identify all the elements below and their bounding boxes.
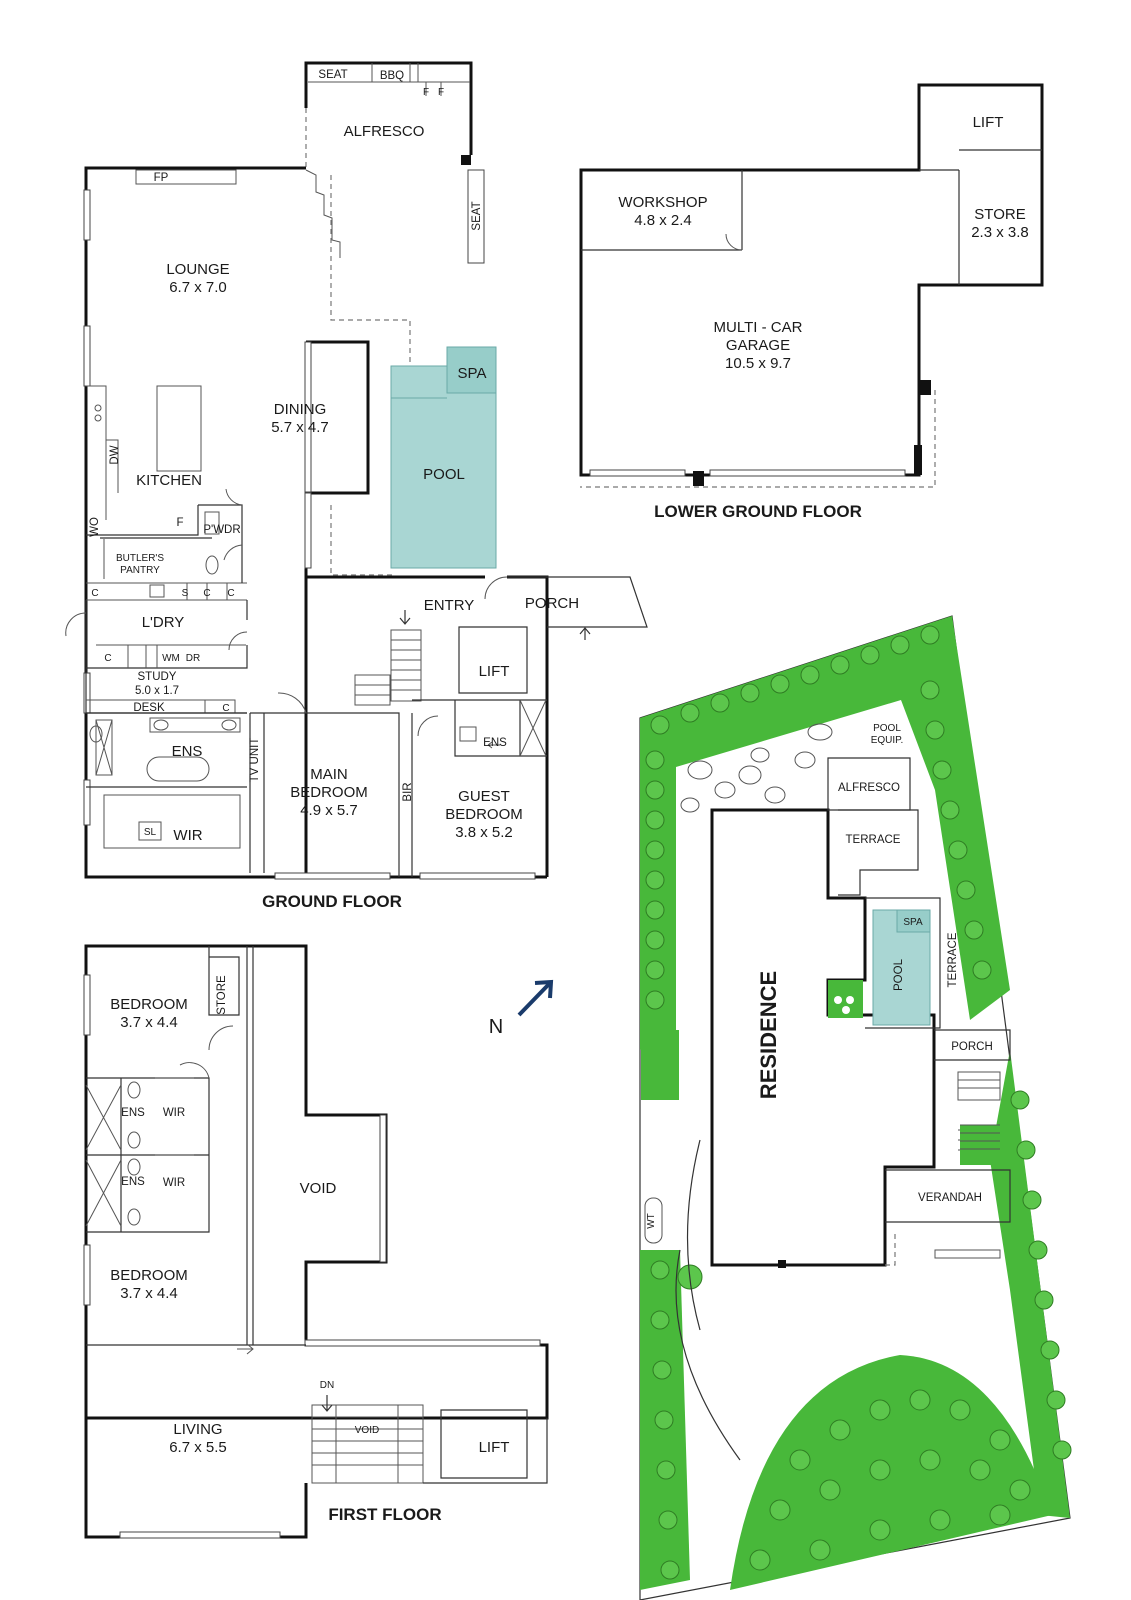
ground-porch-label: PORCH	[525, 595, 579, 612]
first-ensuite1-label: ENS	[121, 1107, 145, 1119]
dining-label: DINING	[274, 401, 327, 418]
bedroom2-label: BEDROOM	[110, 1267, 188, 1284]
washing-machine-label: WM	[162, 653, 180, 664]
site-pool-label: POOL	[893, 958, 905, 991]
cupboard-label-2: C	[203, 588, 210, 599]
bedroom2-size: 3.7 x 4.4	[120, 1285, 178, 1302]
cupboard-label-3: C	[227, 588, 234, 599]
dryer-label: DR	[186, 653, 200, 664]
first-floor-plan: BEDROOM 3.7 x 4.4 STORE ENS WIR ENS WIR …	[83, 944, 549, 1539]
dining-size: 5.7 x 4.7	[271, 419, 329, 436]
first-lift-label: LIFT	[479, 1439, 510, 1456]
bedroom1-label: BEDROOM	[110, 996, 188, 1013]
garage-label-1: MULTI - CAR	[714, 319, 803, 336]
site-terrace-side-label: TERRACE	[947, 932, 959, 987]
alfresco-fridge-label-2: F	[438, 87, 444, 98]
lounge-label: LOUNGE	[166, 261, 229, 278]
spa-area	[446, 346, 497, 394]
site-porch-label: PORCH	[951, 1041, 993, 1053]
pool-equip-label-1: POOL	[873, 723, 901, 734]
first-floor-title: FIRST FLOOR	[328, 1505, 441, 1524]
first-store-label: STORE	[216, 975, 228, 1015]
pantry-cupboard-label: C	[91, 588, 98, 599]
site-plan: RESIDENCE POOL EQUIP. ALFRESCO TERRACE S…	[639, 615, 1072, 1600]
desk-label: DESK	[133, 702, 165, 714]
laundry-cupboard-label: C	[104, 653, 111, 664]
bbq-label: BBQ	[380, 70, 404, 82]
main-bedroom-label-1: MAIN	[310, 766, 348, 783]
alfresco-label: ALFRESCO	[344, 123, 425, 140]
main-ensuite-label: ENS	[172, 743, 203, 760]
pool-area	[390, 365, 497, 569]
workshop-label: WORKSHOP	[618, 194, 707, 211]
ground-floor-title: GROUND FLOOR	[262, 892, 402, 911]
living-label: LIVING	[173, 1421, 222, 1438]
study-cupboard-label: C	[222, 703, 229, 714]
kitchen-fridge-label: F	[176, 517, 183, 529]
entry-label: ENTRY	[424, 597, 475, 614]
lower-lift-label: LIFT	[973, 114, 1004, 131]
ground-pool-label: POOL	[423, 466, 465, 483]
north-arrow-icon	[517, 979, 554, 1017]
study-size: 5.0 x 1.7	[135, 685, 179, 697]
site-alfresco-label: ALFRESCO	[838, 782, 900, 794]
lower-ground-floor-plan: LIFT STORE 2.3 x 3.8 WORKSHOP 4.8 x 2.4 …	[579, 83, 1044, 521]
laundry-label: L'DRY	[142, 614, 185, 631]
tv-unit-label: TV UNIT	[249, 738, 261, 783]
first-ensuite2-label: ENS	[121, 1176, 145, 1188]
site-terrace-top-label: TERRACE	[846, 834, 901, 846]
north-label: N	[489, 1016, 503, 1038]
lower-store-label: STORE	[974, 206, 1025, 223]
main-bedroom-label-2: BEDROOM	[290, 784, 368, 801]
dishwasher-label: DW	[109, 445, 121, 464]
bedroom1-size: 3.7 x 4.4	[120, 1014, 178, 1031]
first-wir2-label: WIR	[163, 1177, 185, 1189]
first-wir1-label: WIR	[163, 1107, 185, 1119]
workshop-size: 4.8 x 2.4	[634, 212, 692, 229]
alfresco-fridge-label-1: F	[423, 87, 429, 98]
main-wir-label: WIR	[173, 827, 202, 844]
site-spa-label: SPA	[903, 917, 923, 928]
living-size: 6.7 x 5.5	[169, 1439, 227, 1456]
alfresco-seat-label: SEAT	[318, 69, 347, 81]
pool-equip-label-2: EQUIP.	[871, 735, 904, 746]
main-bedroom-size: 4.9 x 5.7	[300, 802, 358, 819]
bir-label: BIR	[402, 782, 414, 801]
ground-lift-label: LIFT	[479, 663, 510, 680]
ground-floor-plan: SEAT BBQ F F ALFRESCO SEAT FP LOUNGE 6.7…	[65, 61, 648, 911]
guest-bedroom-size: 3.8 x 5.2	[455, 824, 513, 841]
lower-store-size: 2.3 x 3.8	[971, 224, 1029, 241]
butlers-pantry-label-2: PANTRY	[120, 565, 160, 576]
fireplace-label: FP	[154, 172, 169, 184]
wall-oven-label: WO	[89, 517, 101, 537]
guest-ensuite-label: ENS	[483, 737, 507, 749]
butlers-pantry-label-1: BUTLER'S	[116, 553, 164, 564]
first-void-label: VOID	[300, 1180, 337, 1197]
sl-label: SL	[144, 827, 157, 838]
kitchen-label: KITCHEN	[136, 472, 202, 489]
guest-bedroom-label-1: GUEST	[458, 788, 510, 805]
lower-ground-floor-title: LOWER GROUND FLOOR	[654, 502, 862, 521]
lounge-size: 6.7 x 7.0	[169, 279, 227, 296]
sink-label: S	[182, 588, 189, 599]
powder-label: P'WDR	[203, 524, 240, 536]
study-label: STUDY	[138, 671, 177, 683]
side-seat-label: SEAT	[471, 201, 483, 230]
garage-label-2: GARAGE	[726, 337, 790, 354]
ground-spa-label: SPA	[458, 365, 487, 382]
residence-label: RESIDENCE	[756, 971, 781, 1099]
water-tank-label: WT	[646, 1213, 657, 1229]
verandah-label: VERANDAH	[918, 1192, 982, 1204]
down-stair-label: DN	[320, 1380, 334, 1391]
garage-size: 10.5 x 9.7	[725, 355, 791, 372]
guest-bedroom-label-2: BEDROOM	[445, 806, 523, 823]
stair-void-label: VOID	[355, 1425, 379, 1436]
